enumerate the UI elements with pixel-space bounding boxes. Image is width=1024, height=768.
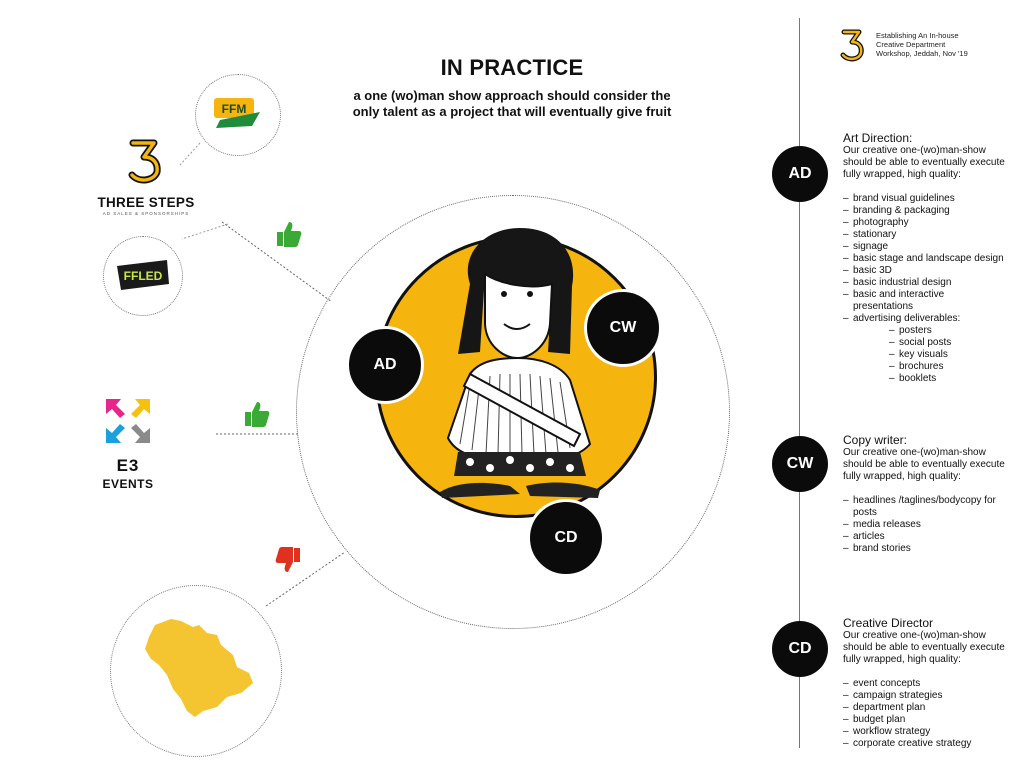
section-title: Creative Director [843,616,934,630]
three-steps-tagline: AD SALES & SPONSORSHIPS [102,211,190,216]
map-circle [110,585,282,757]
e3-events-subtitle: EVENTS [102,477,154,491]
list-item: stationary [843,229,1018,241]
divider-line [799,18,800,748]
section-title: Art Direction: [843,131,913,145]
section-intro: fully wrapped, high quality: [843,654,961,665]
list-item-text: headlines /taglines/bodycopy for [853,495,996,506]
list-item: basic stage and landscape design [843,253,1018,265]
list-item: signage [843,241,1018,253]
section-copy-writer: Copy writer: Our creative one-(wo)man-sh… [843,433,1018,555]
workshop-info: Establishing An In-house Creative Depart… [876,31,968,58]
page-title: IN PRACTICE [440,55,584,80]
subtitle-line: a one (wo)man show approach should consi… [353,88,671,103]
list-item-text: posts [853,507,877,518]
subtitle-line: only talent as a project that will event… [352,104,672,119]
deliverables-list: brand visual guidelines branding & packa… [843,193,1018,385]
page-subtitle: a one (wo)man show approach should consi… [330,88,694,120]
center-role-cd: CD [527,499,605,577]
role-badge-ad: AD [772,146,828,202]
workshop-info-line: Creative Department [876,40,946,49]
role-badge-cd: CD [772,621,828,677]
section-intro: Our creative one-(wo)man-show [843,447,986,458]
sublist-item: key visuals [853,349,1018,361]
ffm-logo-text: FFM [222,102,247,116]
section-intro: should be able to eventually execute [843,459,1005,470]
sublist-item: posters [853,325,1018,337]
sublist: posters social posts key visuals brochur… [853,325,1018,385]
center-role-cw: CW [584,289,662,367]
section-intro: fully wrapped, high quality: [843,169,961,180]
ffled-logo: FFLED [117,260,169,290]
list-item: articles [843,531,1018,543]
character-illustration [440,228,600,498]
thumbs-down-icon [275,547,300,572]
role-badge-cw: CW [772,436,828,492]
center-role-ad: AD [346,326,424,404]
section-intro: Our creative one-(wo)man-show [843,145,986,156]
sublist-item: social posts [853,337,1018,349]
list-item: basic 3D [843,265,1018,277]
thumbs-up-icon [277,222,302,247]
list-item: photography [843,217,1018,229]
section-intro: Our creative one-(wo)man-show [843,630,986,641]
list-item: event concepts [843,678,1018,690]
ffm-logo: FFM [214,98,260,128]
list-item: advertising deliverables: posters social… [843,313,1018,385]
workshop-info-line: Establishing An In-house [876,31,959,40]
list-item: budget plan [843,714,1018,726]
sublist-item: booklets [853,373,1018,385]
thumbs-up-icon [245,402,270,427]
section-creative-director: Creative Director Our creative one-(wo)m… [843,616,1018,750]
ffled-logo-circle [103,236,183,316]
list-item-text: presentations [853,301,914,312]
list-item: media releases [843,519,1018,531]
saudi-map-icon [145,619,253,717]
three-steps-logo-icon [128,139,161,184]
list-item: department plan [843,702,1018,714]
list-item: workflow strategy [843,726,1018,738]
talent-circle [296,195,730,629]
section-intro: fully wrapped, high quality: [843,471,961,482]
e3-events-title: E3 [116,456,140,475]
list-item-text: advertising deliverables: [853,313,961,324]
list-item: branding & packaging [843,205,1018,217]
e3-events-logo-icon [106,399,150,443]
list-item: brand visual guidelines [843,193,1018,205]
section-intro: should be able to eventually execute [843,642,1005,653]
deliverables-list: event concepts campaign strategies depar… [843,678,1018,750]
list-item: basic industrial design [843,277,1018,289]
three-logo-icon [840,29,864,62]
ffm-logo-circle [195,74,281,156]
section-title: Copy writer: [843,433,908,447]
section-intro: should be able to eventually execute [843,157,1005,168]
list-item: corporate creative strategy [843,738,1018,750]
workshop-info-line: Workshop, Jeddah, Nov '19 [876,49,968,58]
list-item-text: basic and interactive [853,289,945,300]
sublist-item: brochures [853,361,1018,373]
section-art-direction: Art Direction: Our creative one-(wo)man-… [843,131,1018,385]
list-item: campaign strategies [843,690,1018,702]
ffled-logo-text: FFLED [124,269,163,283]
list-item: brand stories [843,543,1018,555]
three-steps-name: THREE STEPS [97,195,195,210]
